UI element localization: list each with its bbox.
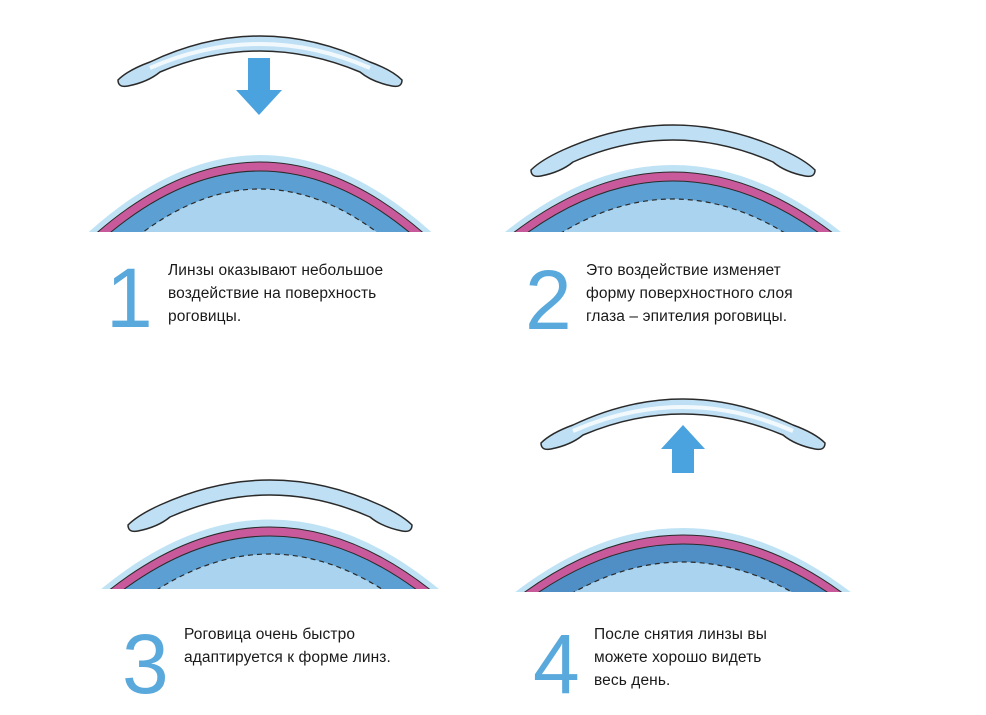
step-2: 2 Это воздействие изменяет форму поверхн… bbox=[493, 0, 986, 357]
step-description: После снятия линзы вы можете хорошо виде… bbox=[594, 626, 767, 689]
step-number: 3 bbox=[122, 617, 169, 711]
up-arrow-icon bbox=[661, 425, 705, 473]
step-2-illustration bbox=[505, 124, 841, 232]
contact-lens bbox=[530, 124, 816, 178]
cornea bbox=[88, 155, 432, 232]
contact-lens bbox=[540, 398, 826, 451]
contact-lens bbox=[127, 479, 413, 533]
step-4-illustration bbox=[515, 398, 851, 592]
cornea bbox=[515, 528, 851, 592]
step-number: 4 bbox=[533, 617, 580, 711]
step-description: Роговица очень быстро адаптируется к фор… bbox=[184, 626, 391, 666]
step-1-illustration bbox=[88, 35, 432, 232]
cornea bbox=[101, 519, 439, 589]
step-description: Это воздействие изменяет форму поверхнос… bbox=[586, 262, 793, 325]
step-1: 1 Линзы оказывают небольшое воздействие … bbox=[0, 0, 493, 357]
step-3-illustration bbox=[101, 479, 439, 589]
cornea bbox=[505, 165, 841, 232]
step-number: 1 bbox=[106, 251, 153, 345]
step-3: 3 Роговица очень быстро адаптируется к ф… bbox=[0, 357, 493, 715]
step-number: 2 bbox=[525, 253, 572, 347]
down-arrow-icon bbox=[236, 58, 282, 115]
contact-lens bbox=[117, 35, 403, 88]
step-description: Линзы оказывают небольшое воздействие на… bbox=[168, 262, 384, 325]
step-4: 4 После снятия линзы вы можете хорошо ви… bbox=[493, 357, 986, 715]
